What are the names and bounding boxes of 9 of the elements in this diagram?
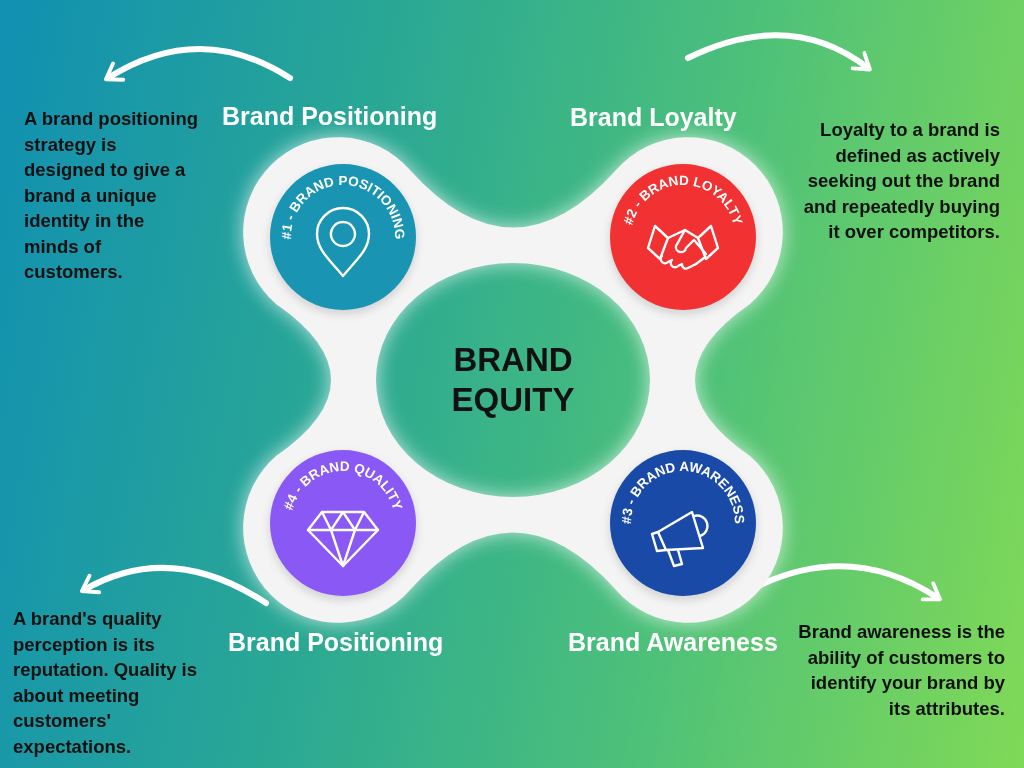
center-title: BRAND EQUITY — [450, 340, 576, 420]
description-text: Loyalty to a brand is defined as actively seeking out the brand and repeatedly buying it over competitors. — [802, 118, 1000, 244]
section-heading: Brand Positioning — [222, 102, 438, 131]
description-text: A brand's quality perception is its reputation. Quality is about meeting customers' expectations. — [13, 607, 198, 759]
section-heading: Brand Positioning — [228, 628, 444, 657]
section-heading: Brand Loyalty — [570, 103, 737, 132]
description-text: A brand positioning strategy is designed to give a brand a unique identity in the minds of customers. — [24, 107, 199, 284]
section-heading: Brand Awareness — [568, 628, 778, 657]
description-text: Brand awareness is the ability of customers to identify your brand by its attributes. — [797, 620, 1005, 721]
